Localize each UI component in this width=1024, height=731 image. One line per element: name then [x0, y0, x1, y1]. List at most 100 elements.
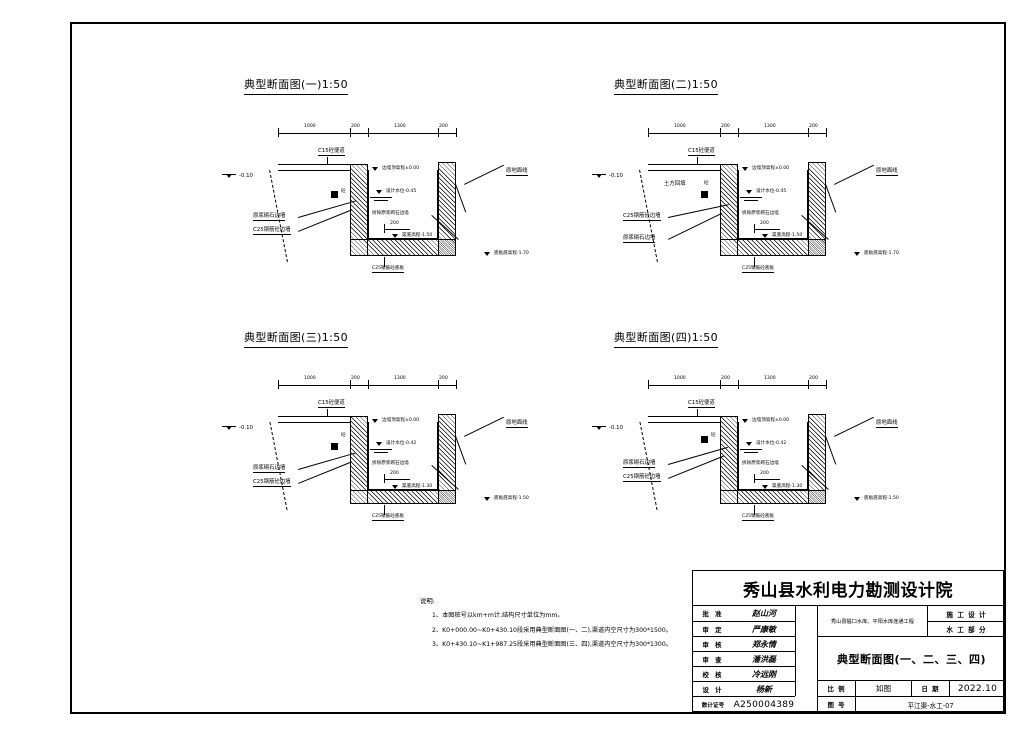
date-value: 2022.10: [949, 680, 1005, 696]
role-label: 审 核: [693, 636, 733, 651]
label-channel-bottom-3: 渠底高程-1.30: [402, 484, 433, 489]
section-3-title: 典型断面图(三)1:50: [244, 329, 349, 348]
label-channel-bottom-1: 渠底高程-1.50: [402, 233, 433, 238]
signature: 杨新: [733, 681, 795, 696]
dim-200a: 200: [351, 376, 360, 381]
blank-column: [795, 606, 817, 696]
label-thickness-4: 200: [760, 471, 769, 476]
label-base-elev-3: 底板底高程-1.50: [494, 496, 529, 501]
label-rc-slab-3: C25钢筋砼底板: [372, 514, 405, 522]
label-orig-surface-1: 原地面线: [506, 168, 528, 176]
elev-left-1: -0.10: [239, 173, 253, 179]
scale-label: 比 例: [817, 680, 855, 696]
signature: 郑永情: [733, 636, 795, 651]
archive-label: 数计证号: [693, 696, 733, 712]
label-orig-surface-4: 原地面线: [876, 420, 898, 428]
label-top-elev-3: 边墙顶高程±0.00: [382, 418, 420, 423]
note-item: 3、K0+430.10~K1+987.25段采用典型断面图(三、四),渠道内空尺…: [432, 641, 672, 648]
date-label: 日 期: [911, 680, 949, 696]
label-rc-wall-4: C25钢筋砼边墙: [623, 474, 661, 482]
label-water-level-3: 设计水位-0.42: [386, 441, 417, 446]
dim-200b: 200: [809, 376, 818, 381]
icon-symbol-4: 砼: [711, 433, 716, 438]
company-name: 秀山县水利电力勘测设计院: [693, 571, 1003, 606]
dim-1000: 1000: [674, 124, 686, 129]
dim-200a: 200: [721, 376, 730, 381]
signature: 潘洪磊: [733, 651, 795, 666]
label-top-elev-2: 边墙顶高程±0.00: [752, 166, 790, 171]
label-base-elev-2: 底板底高程-1.70: [864, 251, 899, 256]
label-pavement-4: C15砼便道: [688, 400, 715, 408]
elev-left-4: -0.10: [609, 425, 623, 431]
label-water-level-4: 设计水位-0.42: [756, 441, 787, 446]
label-demolish-3: 拆除原浆砌石边墙: [372, 461, 409, 466]
stage-label: 施 工 设 计: [927, 606, 1005, 621]
dim-200b: 200: [809, 124, 818, 129]
section-2-title: 典型断面图(二)1:50: [614, 76, 719, 95]
label-base-elev-4: 底板底高程-1.50: [864, 496, 899, 501]
label-pavement-1: C15砼便道: [318, 148, 345, 156]
notes-heading: 说明:: [420, 597, 435, 605]
note-item: 2、K0+000.00~K0+430.10段采用典型断面图(一、二),渠道内空尺…: [432, 626, 672, 634]
label-thickness-3: 200: [390, 471, 399, 476]
dim-1300: 1300: [764, 124, 776, 129]
label-channel-bottom-2: 渠底高程-1.50: [772, 233, 803, 238]
label-orig-wall-1: 原浆砌石边墙: [253, 213, 286, 221]
title-block: 秀山县水利电力勘测设计院 批 准 赵山河 审 定 严康敏 审 核 郑永情 审 查…: [692, 570, 1005, 712]
number-label: 图 号: [817, 696, 855, 712]
label-demolish-2: 拆除原浆砌石边墙: [742, 211, 779, 216]
section-1-title: 典型断面图(一)1:50: [244, 76, 349, 95]
dim-1000: 1000: [304, 124, 316, 129]
drawing-sheet: 典型断面图(一)1:50 1000 200 1300 200: [70, 22, 1006, 714]
number-value: 平江渠-水工-07: [855, 696, 1005, 712]
dim-1300: 1300: [394, 124, 406, 129]
role-label: 批 准: [702, 610, 724, 618]
label-demolish-1: 拆除原浆砌石边墙: [372, 211, 409, 216]
signature: 赵山河: [752, 608, 776, 618]
label-orig-wall-2: 原浆砌石边墙: [623, 235, 656, 243]
dim-200a: 200: [721, 124, 730, 129]
role-label: 审 定: [693, 621, 733, 636]
label-rc-slab-2: C25钢筋砼底板: [742, 266, 775, 274]
label-thickness-2: 200: [760, 221, 769, 226]
label-channel-bottom-4: 渠底高程-1.30: [772, 484, 803, 489]
label-pavement-2: C15砼便道: [688, 148, 715, 156]
project-name: 秀山县隘口水库、平阳水库连通工程: [817, 606, 927, 636]
dim-1300: 1300: [394, 376, 406, 381]
icon-symbol-1: 砼: [341, 189, 346, 194]
drawing-title: 典型断面图(一、二、三、四): [817, 636, 1005, 680]
elev-left-3: -0.10: [239, 425, 253, 431]
icon-symbol-2b: 砼: [704, 181, 709, 186]
label-rc-slab-4: C25钢筋砼底板: [742, 514, 775, 522]
dim-200a: 200: [351, 124, 360, 129]
label-water-level-1: 设计水位-0.45: [386, 189, 417, 194]
label-rc-slab-1: C25钢筋砼底板: [372, 266, 405, 274]
icon-symbol-3: 砼: [341, 433, 346, 438]
label-water-level-2: 设计水位-0.45: [756, 189, 787, 194]
label-top-elev-1: 边墙顶高程±0.00: [382, 166, 420, 171]
notes-block: 说明: 1、本图桩号以km+m计,结构尺寸单位为mm。 2、K0+000.00~…: [420, 596, 720, 654]
label-backfill-2: 土方回填: [664, 181, 686, 187]
role-label: 设 计: [693, 681, 733, 696]
label-orig-wall-3: 原浆砌石边墙: [253, 465, 286, 473]
role-label: 校 核: [693, 666, 733, 681]
elev-left-2: -0.10: [609, 173, 623, 179]
role-label: 审 查: [693, 651, 733, 666]
dim-200b: 200: [439, 124, 448, 129]
dim-200b: 200: [439, 376, 448, 381]
note-item: 1、本图桩号以km+m计,结构尺寸单位为mm。: [432, 612, 564, 619]
label-rc-wall-3: C25钢筋砼边墙: [253, 479, 291, 487]
dim-1300: 1300: [764, 376, 776, 381]
title-block-grid: 批 准 赵山河 审 定 严康敏 审 核 郑永情 审 查 潘洪磊 校 核 冷远刚 …: [693, 606, 1005, 712]
label-pavement-3: C15砼便道: [318, 400, 345, 408]
scale-value: 如图: [855, 680, 911, 696]
signature: 冷远刚: [733, 666, 795, 681]
signature: 严康敏: [733, 621, 795, 636]
label-rc-wall-2: C25钢筋砼边墙: [623, 213, 661, 221]
dim-1000: 1000: [674, 376, 686, 381]
label-orig-surface-2: 原地面线: [876, 168, 898, 176]
section-4-title: 典型断面图(四)1:50: [614, 329, 719, 348]
discipline-label: 水 工 部 分: [927, 621, 1005, 636]
label-rc-wall-1: C25钢筋砼边墙: [253, 227, 291, 235]
dim-1000: 1000: [304, 376, 316, 381]
